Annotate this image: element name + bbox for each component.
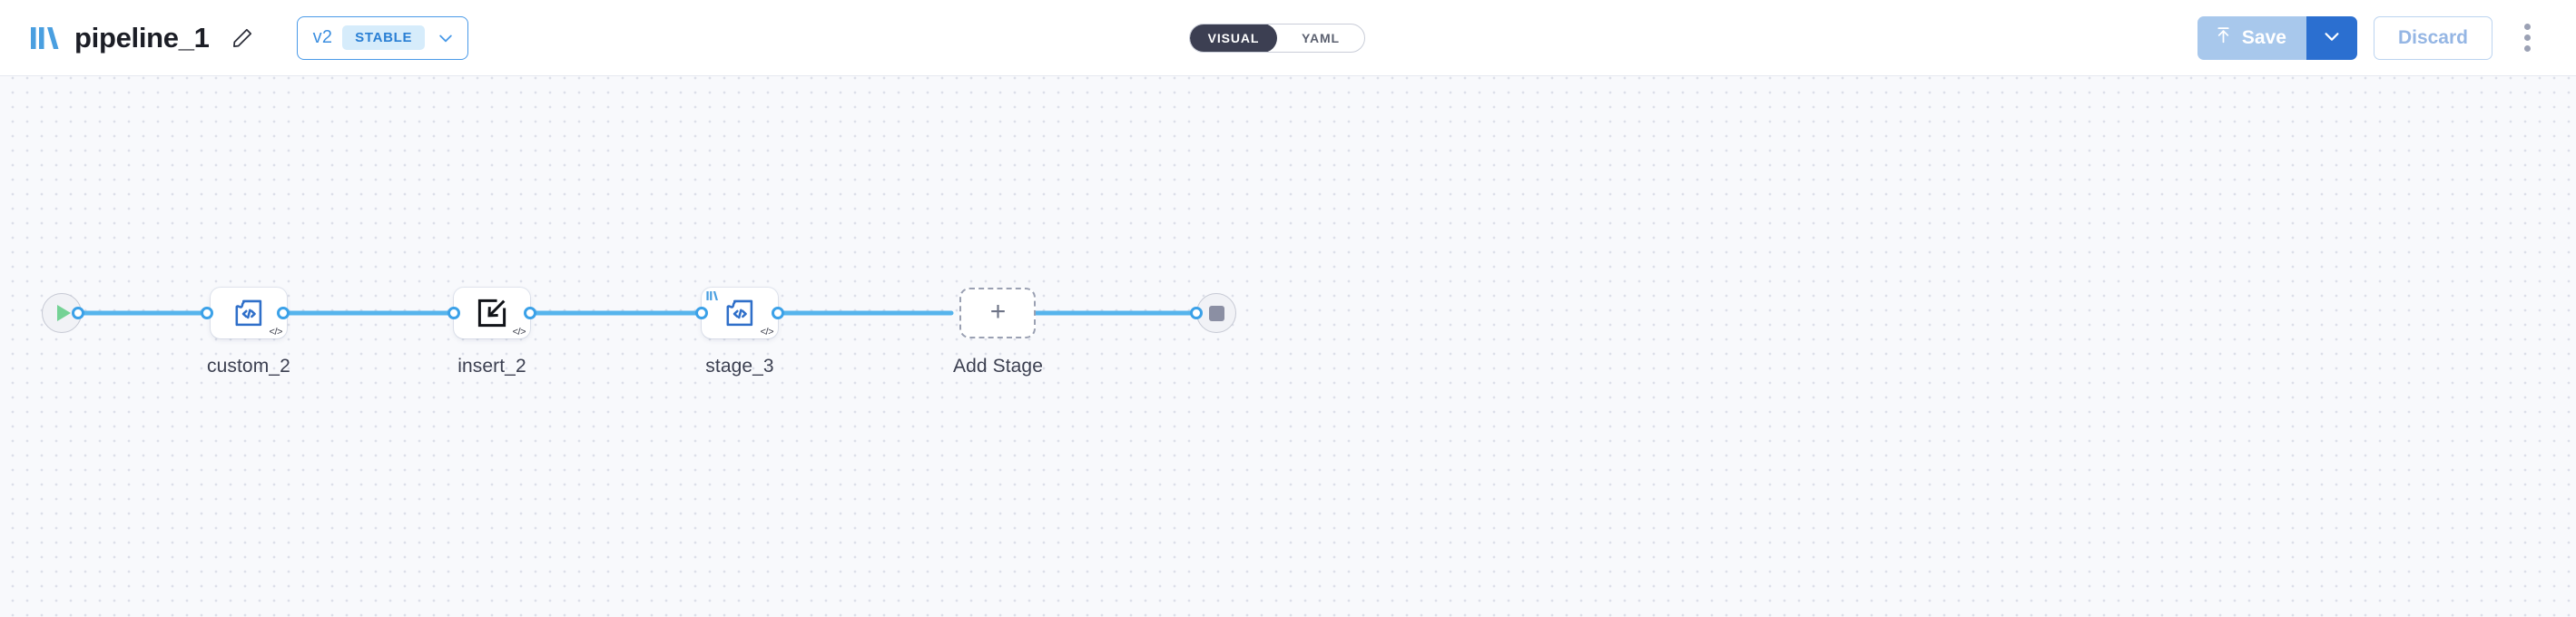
page-title: pipeline_1 bbox=[74, 21, 210, 54]
handle-custom_2-output[interactable] bbox=[277, 307, 290, 319]
stage-node-insert_2: </> insert_2 bbox=[454, 288, 530, 377]
view-toggle: VISUAL YAML bbox=[1189, 23, 1365, 53]
handle-insert_2-output[interactable] bbox=[524, 307, 536, 319]
plus-icon: + bbox=[989, 296, 1007, 327]
kebab-menu-icon[interactable] bbox=[2509, 16, 2545, 60]
add-stage-button[interactable]: + bbox=[959, 288, 1037, 338]
code-badge: </> bbox=[269, 327, 283, 338]
pipeline-canvas[interactable]: </> custom_2 </> insert_2 bbox=[0, 76, 2576, 617]
app-header: pipeline_1 v2 STABLE VISUAL YAML bbox=[0, 0, 2576, 76]
kebab-dot bbox=[2523, 34, 2531, 41]
puzzle-code-icon bbox=[726, 299, 753, 327]
stage-card[interactable]: </> bbox=[210, 288, 287, 338]
handle-start-output[interactable] bbox=[72, 307, 84, 319]
view-mode-toggle-group: VISUAL YAML bbox=[1189, 23, 1365, 53]
kebab-dot bbox=[2523, 24, 2531, 30]
insert-arrow-icon bbox=[477, 299, 506, 328]
stage-card[interactable]: </> bbox=[454, 288, 530, 338]
chevron-down-icon bbox=[435, 27, 457, 49]
pencil-icon[interactable] bbox=[222, 18, 262, 58]
status-badge: STABLE bbox=[342, 25, 426, 50]
stage-label: stage_3 bbox=[705, 356, 774, 377]
version-number: v2 bbox=[312, 27, 333, 47]
kebab-dot bbox=[2523, 45, 2531, 52]
header-left-group: pipeline_1 v2 STABLE bbox=[27, 15, 469, 60]
stop-icon bbox=[1208, 305, 1224, 321]
tab-visual[interactable]: VISUAL bbox=[1190, 24, 1277, 52]
stacked-bars-logo-icon bbox=[27, 24, 64, 53]
end-node[interactable] bbox=[1196, 293, 1236, 333]
save-options-dropdown-button[interactable] bbox=[2306, 15, 2357, 60]
discard-button[interactable]: Discard bbox=[2373, 15, 2492, 60]
stage-label: custom_2 bbox=[207, 356, 290, 377]
start-node[interactable] bbox=[42, 293, 82, 333]
save-button-group: Save bbox=[2197, 15, 2357, 60]
edges-layer bbox=[75, 310, 1199, 316]
code-badge: </> bbox=[512, 327, 526, 338]
handle-stage_3-input[interactable] bbox=[695, 307, 708, 319]
tab-yaml[interactable]: YAML bbox=[1302, 30, 1340, 45]
stage-label: insert_2 bbox=[457, 356, 526, 377]
chevron-down-icon bbox=[2322, 26, 2342, 49]
code-badge: </> bbox=[760, 327, 774, 338]
node-end bbox=[1196, 293, 1236, 333]
stage-node-stage_3: </> stage_3 bbox=[702, 288, 778, 377]
add-stage-node: + Add Stage bbox=[953, 288, 1043, 377]
play-icon bbox=[56, 305, 71, 321]
upload-arrow-icon bbox=[2214, 25, 2233, 50]
stage-node-custom_2: </> custom_2 bbox=[207, 288, 290, 377]
handle-insert_2-input[interactable] bbox=[447, 307, 460, 319]
add-stage-label: Add Stage bbox=[953, 356, 1043, 377]
handle-end-input[interactable] bbox=[1190, 307, 1203, 319]
node-start bbox=[42, 293, 82, 333]
handle-custom_2-input[interactable] bbox=[201, 307, 213, 319]
stacked-bars-logo-icon bbox=[706, 289, 719, 302]
handle-stage_3-output[interactable] bbox=[772, 307, 784, 319]
version-selector[interactable]: v2 STABLE bbox=[296, 15, 469, 60]
header-actions: Save Discard bbox=[2197, 15, 2545, 60]
save-button[interactable]: Save bbox=[2197, 15, 2306, 60]
stage-card[interactable]: </> bbox=[702, 288, 778, 338]
save-button-label: Save bbox=[2241, 26, 2286, 48]
puzzle-code-icon bbox=[235, 299, 262, 327]
flow-graph: </> custom_2 </> insert_2 bbox=[0, 76, 2576, 617]
